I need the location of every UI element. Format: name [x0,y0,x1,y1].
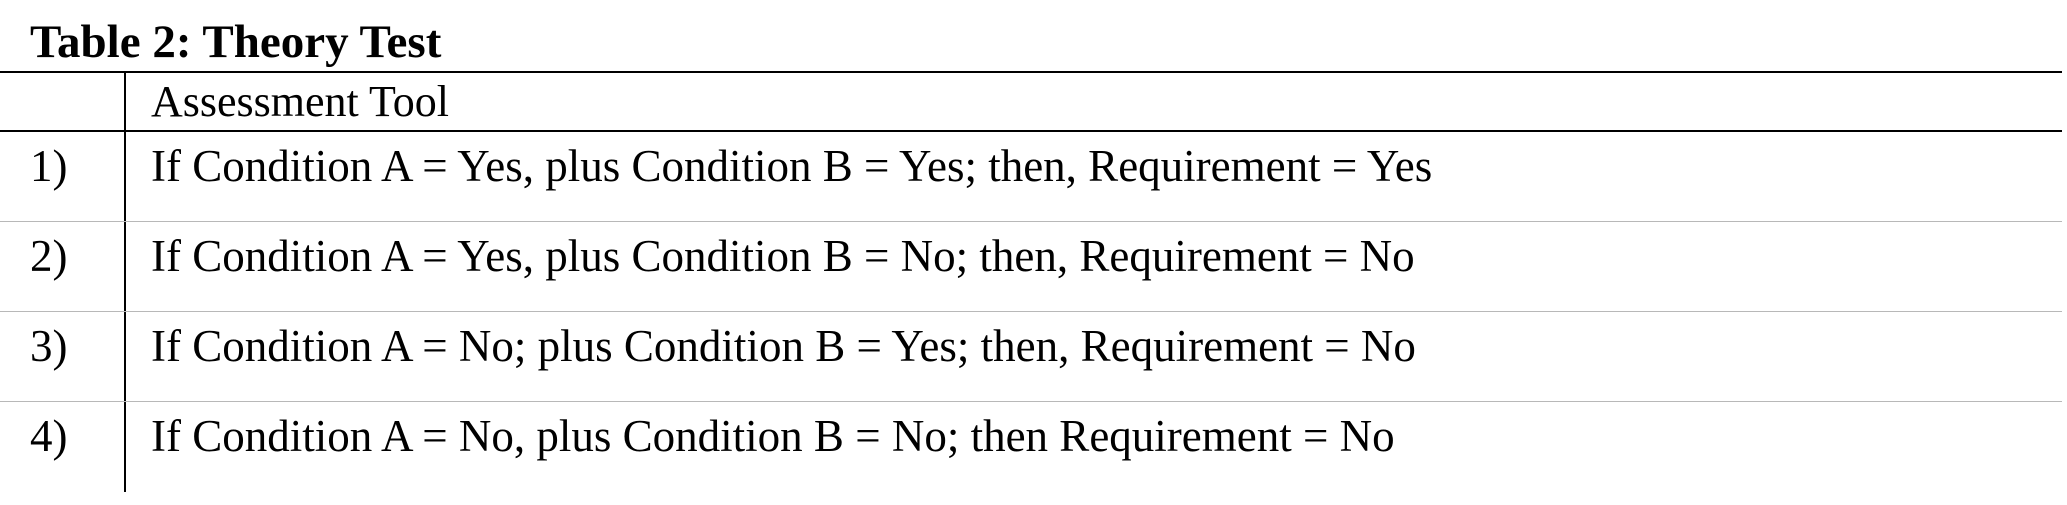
row-number: 1) [0,132,126,221]
row-number: 2) [0,222,126,311]
header-number-cell [0,73,126,130]
row-number: 4) [0,402,126,492]
table-title: Table 2: Theory Test [30,16,442,68]
table-row: 1) If Condition A = Yes, plus Condition … [0,132,2062,222]
row-number: 3) [0,312,126,401]
table-header-row: Assessment Tool [0,71,2062,132]
header-assessment-tool: Assessment Tool [151,77,450,126]
theory-test-table: Assessment Tool 1) If Condition A = Yes,… [0,71,2062,492]
table-row: 2) If Condition A = Yes, plus Condition … [0,222,2062,312]
row-text: If Condition A = Yes, plus Condition B =… [151,141,1433,191]
table-row: 3) If Condition A = No; plus Condition B… [0,312,2062,402]
table-row: 4) If Condition A = No, plus Condition B… [0,402,2062,492]
row-text: If Condition A = Yes, plus Condition B =… [151,231,1415,281]
row-text: If Condition A = No, plus Condition B = … [151,411,1395,461]
row-text: If Condition A = No; plus Condition B = … [151,321,1416,371]
